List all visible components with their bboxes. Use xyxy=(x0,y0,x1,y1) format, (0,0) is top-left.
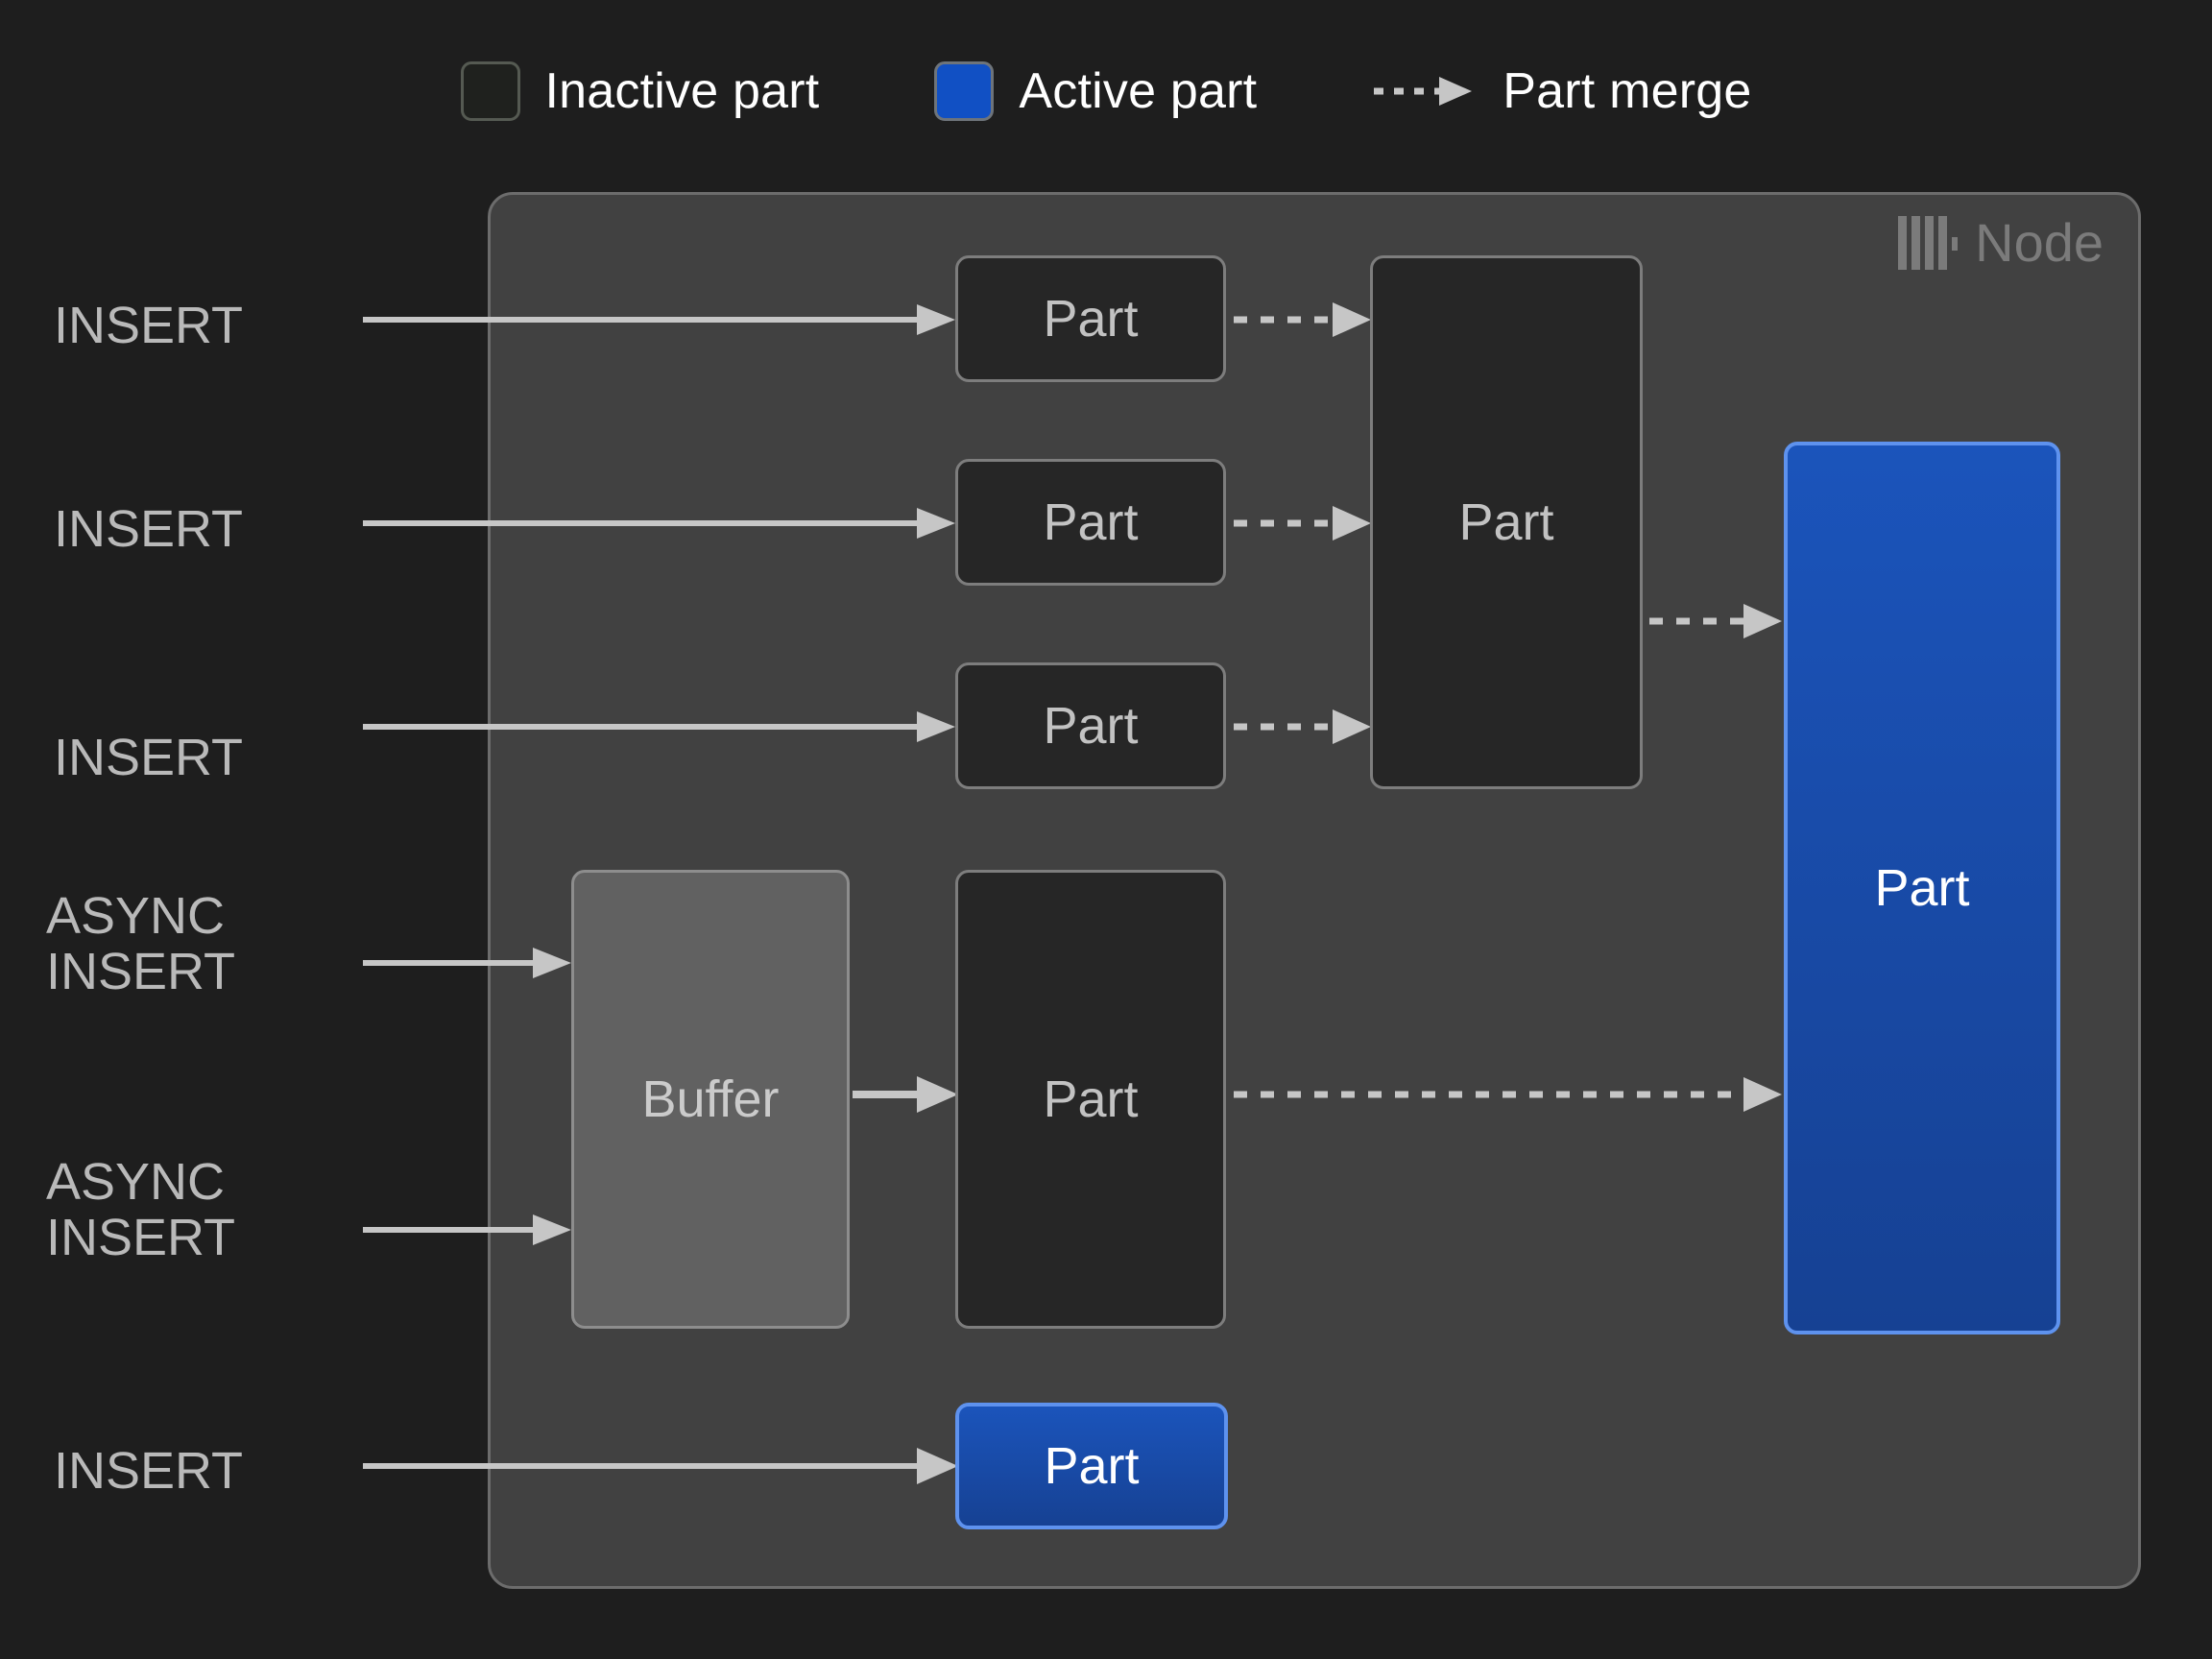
part-box-label: Part xyxy=(1458,493,1554,551)
part-box-active-large[interactable]: Part xyxy=(1784,442,2060,1334)
part-merge-arrow-icon xyxy=(1374,77,1473,106)
input-label-async-insert-1: ASYNC INSERT xyxy=(46,887,236,1001)
legend-item-part-merge: Part merge xyxy=(1372,66,1751,116)
part-box-label: Part xyxy=(1043,697,1139,755)
input-label-insert-3: INSERT xyxy=(54,729,244,786)
inactive-part-swatch-icon xyxy=(460,61,520,121)
buffer-box[interactable]: Buffer xyxy=(571,870,850,1329)
buffer-box-label: Buffer xyxy=(641,1070,780,1128)
input-label-insert-1: INSERT xyxy=(54,297,244,354)
legend-label-inactive-part: Inactive part xyxy=(544,63,820,119)
part-box-label: Part xyxy=(1043,493,1139,551)
legend-item-inactive-part: Inactive part xyxy=(460,61,820,121)
legend-item-active-part: Active part xyxy=(934,61,1257,121)
part-box-top-1[interactable]: Part xyxy=(955,255,1226,382)
part-box-top-2[interactable]: Part xyxy=(955,459,1226,586)
legend-label-part-merge: Part merge xyxy=(1503,63,1752,119)
active-part-swatch-icon xyxy=(934,61,995,121)
input-label-insert-4: INSERT xyxy=(54,1442,244,1500)
part-box-label: Part xyxy=(1044,1437,1140,1495)
part-box-label: Part xyxy=(1043,290,1139,348)
part-box-top-3[interactable]: Part xyxy=(955,662,1226,789)
node-title: Node xyxy=(1975,212,2104,273)
part-box-merged[interactable]: Part xyxy=(1370,255,1643,789)
input-label-async-insert-2: ASYNC INSERT xyxy=(46,1153,236,1267)
legend: Inactive part Active part Part merge xyxy=(0,38,2212,144)
legend-label-active-part: Active part xyxy=(1019,63,1258,119)
clickhouse-logo-icon xyxy=(1898,216,1959,270)
input-label-insert-2: INSERT xyxy=(54,500,244,558)
node-tag: Node xyxy=(1898,216,2104,270)
part-box-buffered[interactable]: Part xyxy=(955,870,1226,1329)
part-box-active-bottom[interactable]: Part xyxy=(955,1403,1228,1529)
part-box-label: Part xyxy=(1874,859,1970,917)
part-box-label: Part xyxy=(1043,1070,1139,1128)
